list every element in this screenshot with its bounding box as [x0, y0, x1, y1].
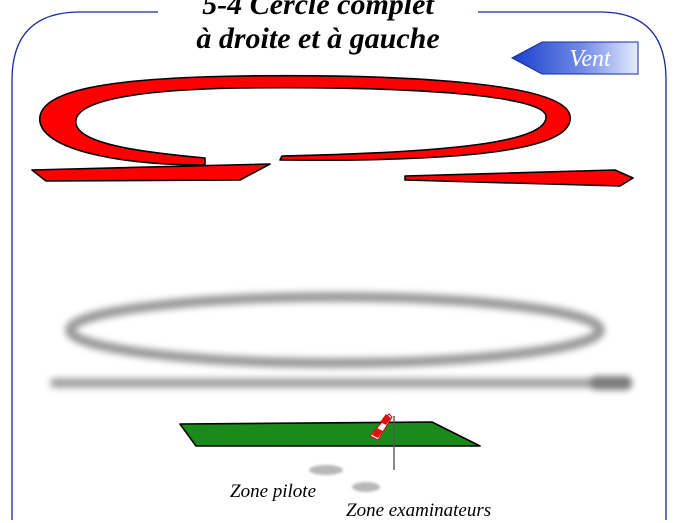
zone-examinateurs-marker: [352, 482, 380, 492]
red-path-right-arrow: [404, 169, 634, 187]
page-title: 5-4 Cercle complet à droite et à gauche: [158, 0, 478, 60]
windsock-icon: [369, 413, 395, 470]
zone-pilote-marker: [309, 465, 343, 475]
red-right-circle-path: [31, 74, 634, 187]
red-path-left-tail: [31, 163, 271, 182]
grey-path-baseline: [50, 378, 630, 388]
runway: [179, 421, 481, 447]
wind-label: Vent: [569, 46, 611, 72]
zone-pilote-label: Zone pilote: [230, 481, 317, 502]
grey-circle-loop: [65, 292, 605, 368]
wind-arrow-icon: [510, 41, 639, 75]
page-frame: [11, 11, 667, 520]
grey-left-circle-path: [50, 292, 632, 390]
title-line-1: 5-4 Cercle complet: [202, 0, 434, 21]
zone-examinateurs-label: Zone examinateurs: [346, 500, 492, 521]
red-circle-loop: [39, 74, 571, 166]
title-line-2: à droite et à gauche: [196, 22, 440, 55]
